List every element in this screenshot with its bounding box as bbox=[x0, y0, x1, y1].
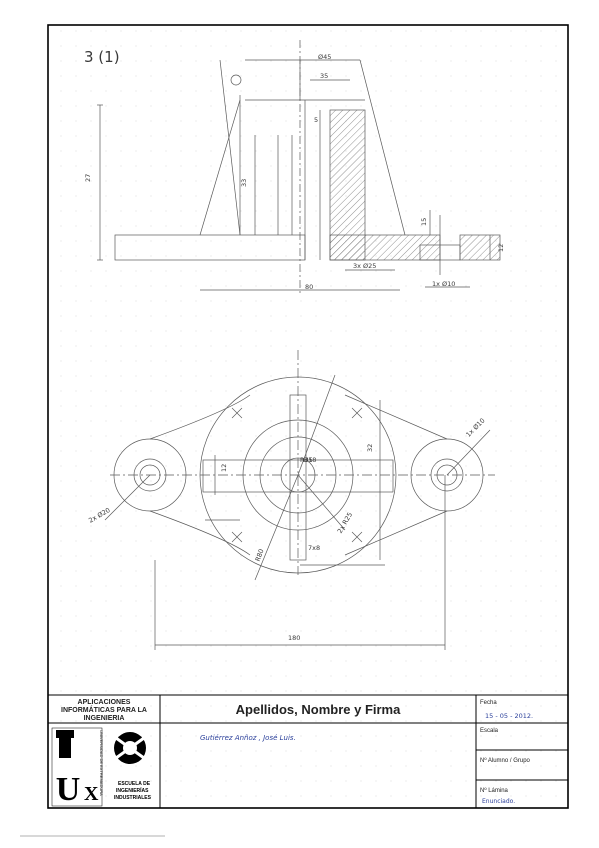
institution-line2: INFORMÁTICAS PARA LA bbox=[61, 705, 147, 714]
dim-label: 80 bbox=[305, 283, 313, 291]
dim-label: 1x Ø10 bbox=[432, 280, 455, 288]
dim-label: 32 bbox=[366, 444, 374, 452]
dim-label: 33 bbox=[240, 179, 248, 187]
dim-label: 7x8 bbox=[308, 544, 320, 552]
title-field-label: Apellidos, Nombre y Firma bbox=[236, 702, 401, 717]
lamina-label: Nº Lámina bbox=[480, 787, 509, 794]
dim-label: Ø18 bbox=[303, 456, 316, 464]
institution-line3: INGENIERIA bbox=[84, 715, 125, 722]
dim-label: 35 bbox=[320, 72, 328, 80]
uex-logo: U X UNIVERSIDAD DE EXTREMADURA bbox=[51, 727, 104, 808]
front-view bbox=[97, 40, 501, 295]
school-logo: ESCUELA DE INGENIERÍAS INDUSTRIALES bbox=[114, 732, 152, 801]
dim-label: 12 bbox=[220, 464, 228, 472]
svg-text:X: X bbox=[84, 783, 99, 805]
uex-letters: U bbox=[56, 771, 81, 808]
institution-line1: APLICACIONES bbox=[78, 699, 131, 706]
student-name-handwritten: Gutiérrez Anñoz , José Luis. bbox=[200, 734, 296, 742]
fecha-label: Fecha bbox=[480, 700, 497, 706]
school-name-line2: INGENIERÍAS bbox=[116, 786, 149, 794]
fecha-value: 15 - 05 - 2012. bbox=[485, 712, 533, 720]
dim-label: 27 bbox=[84, 174, 92, 182]
school-name-line3: INDUSTRIALES bbox=[114, 795, 152, 801]
university-vertical: UNIVERSIDAD DE EXTREMADURA bbox=[99, 730, 104, 796]
lamina-value: Enunciado. bbox=[482, 798, 515, 805]
dim-label: 15 bbox=[420, 218, 428, 226]
dim-label: R80 bbox=[254, 548, 266, 563]
sheet-frame bbox=[47, 24, 569, 809]
dim-label: R35 bbox=[300, 456, 313, 464]
alumno-label: Nº Alumno / Grupo bbox=[480, 757, 531, 764]
dim-label: 3x Ø25 bbox=[353, 262, 376, 270]
title-block bbox=[47, 694, 569, 809]
dim-label: 180 bbox=[288, 634, 300, 642]
front-dimension-labels: Ø45 35 5 27 33 15 80 3x Ø25 12 1x Ø10 bbox=[84, 53, 505, 291]
dim-label: Ø45 bbox=[318, 53, 331, 61]
school-name-line1: ESCUELA DE bbox=[118, 781, 151, 787]
dim-label: 5 bbox=[314, 116, 318, 124]
escala-label: Escala bbox=[480, 728, 499, 734]
plan-view bbox=[104, 350, 495, 650]
view-note: 3 (1) bbox=[84, 48, 120, 66]
dim-label: 12 bbox=[497, 244, 505, 252]
